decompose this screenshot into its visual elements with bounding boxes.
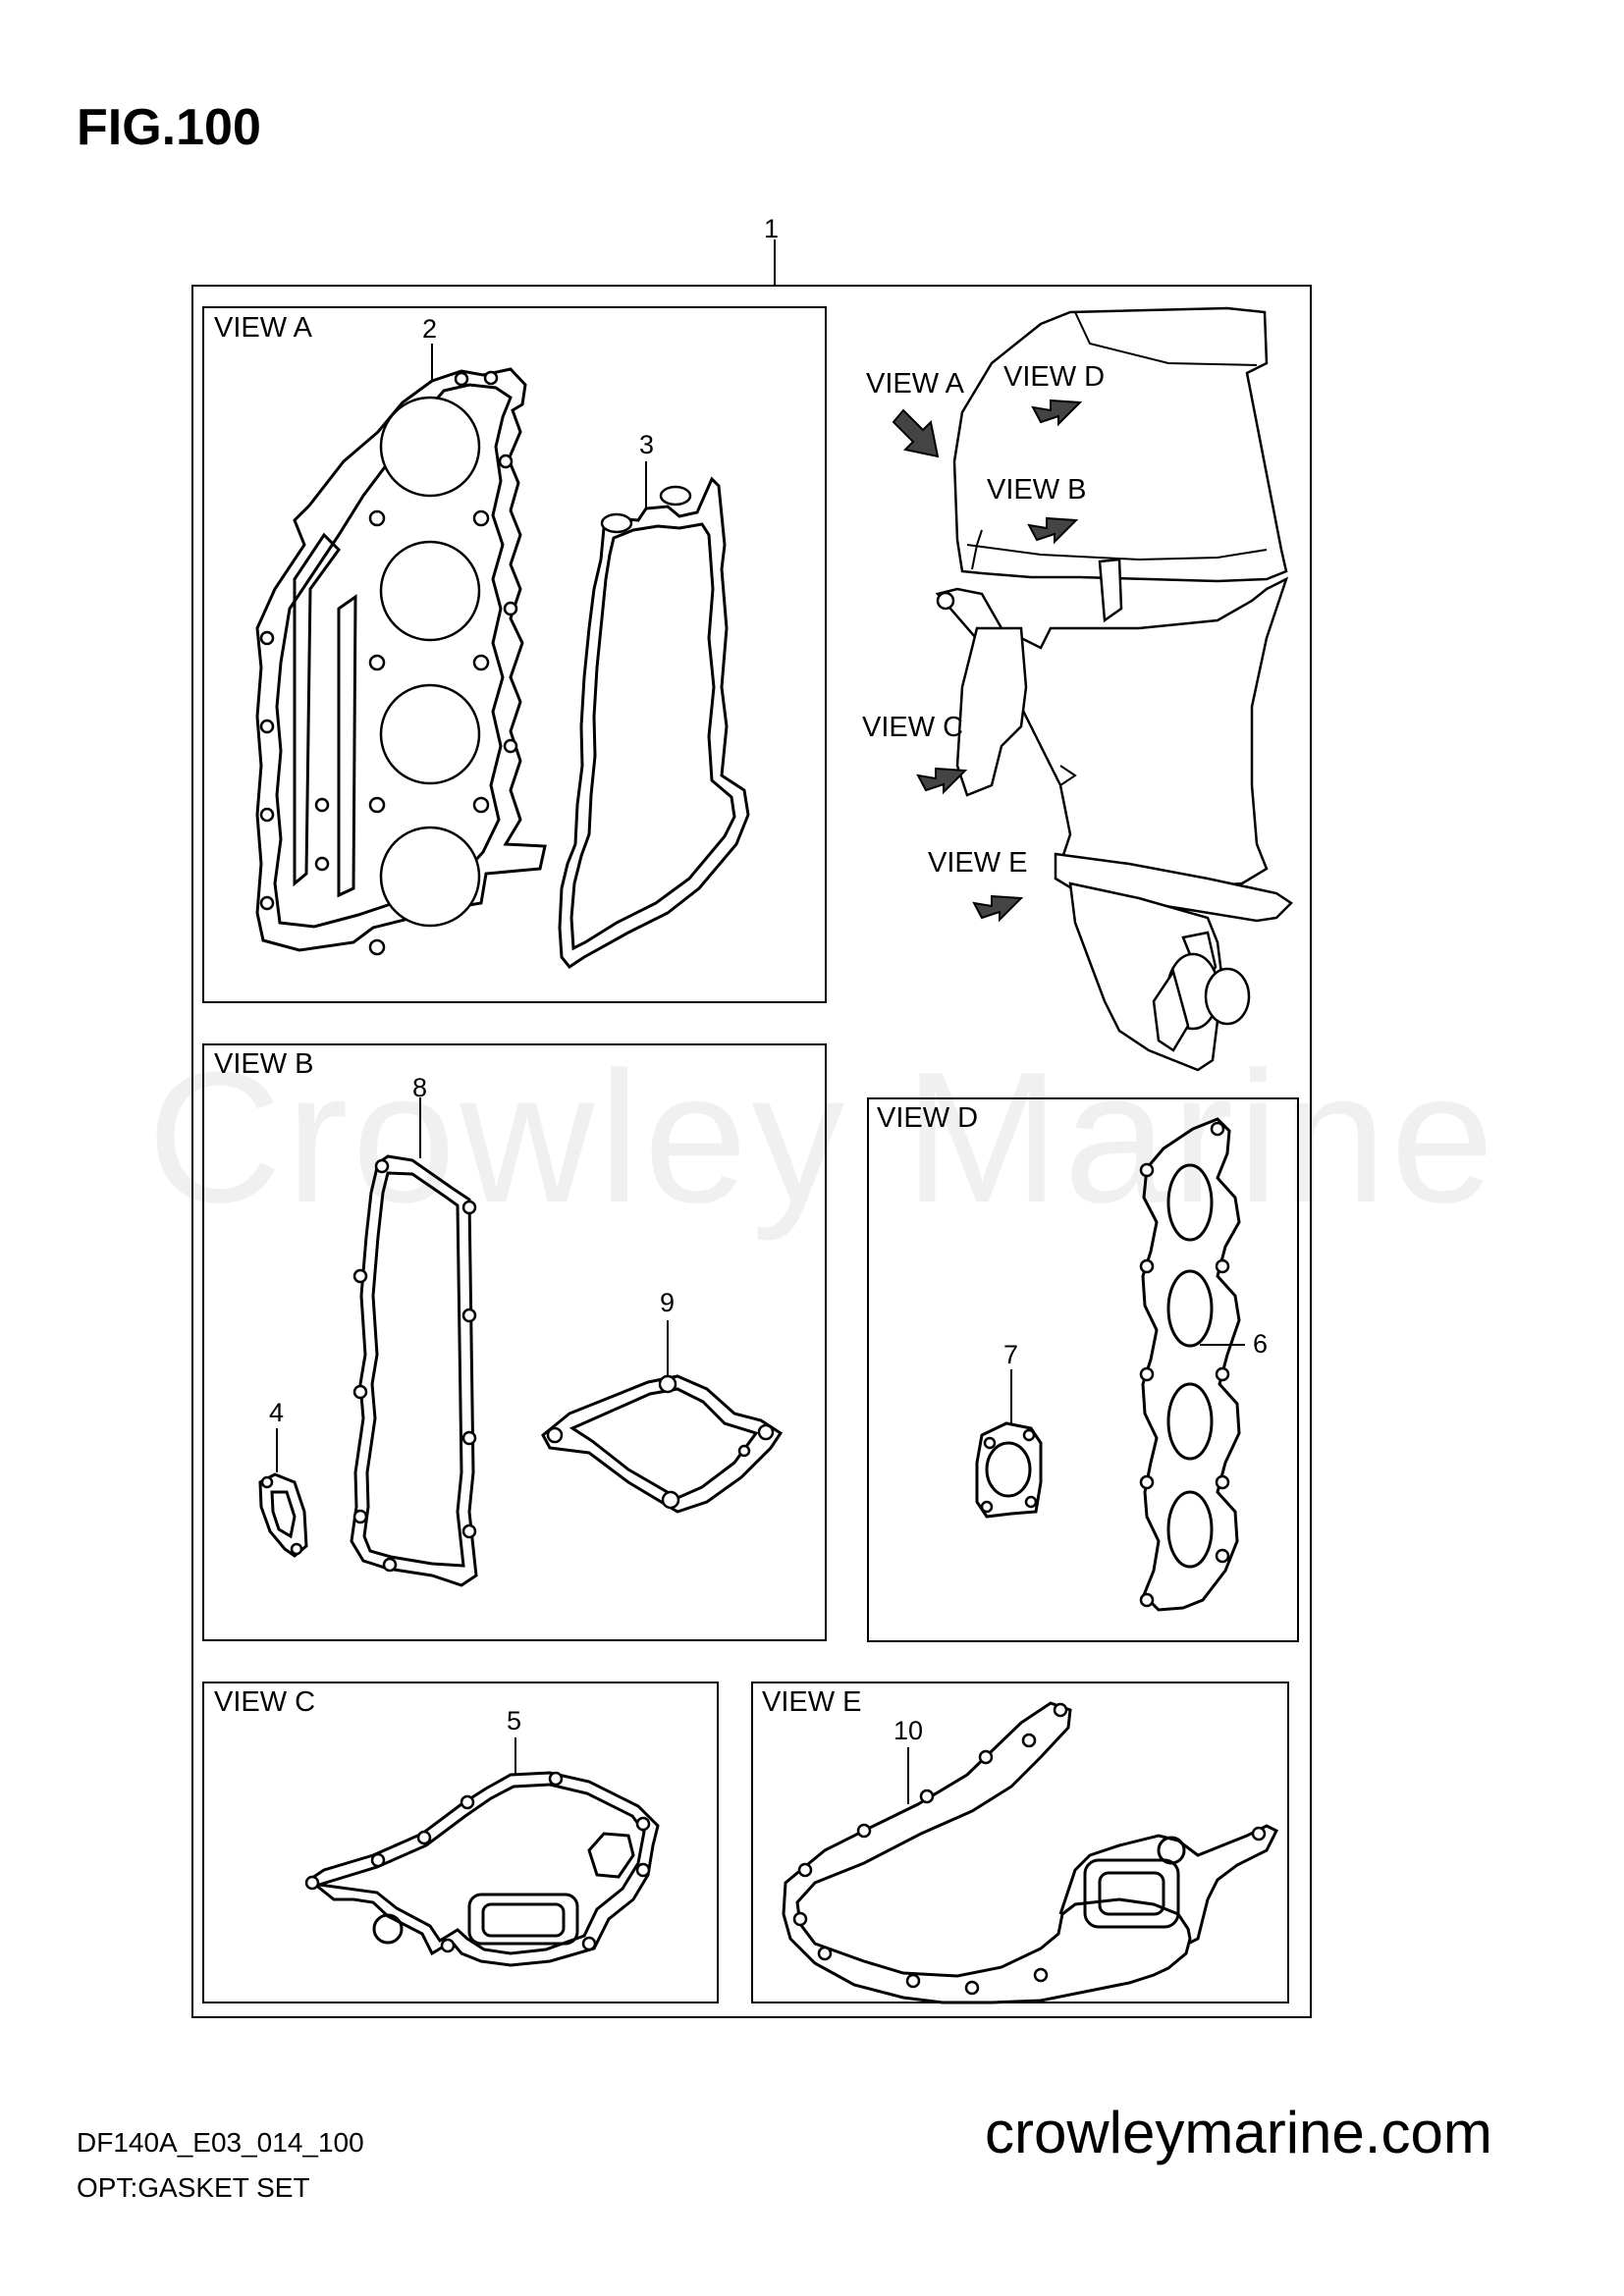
arrow-view-b bbox=[1027, 516, 1079, 545]
view-a-title: VIEW A bbox=[214, 312, 312, 344]
footer-diagram-code: DF140A_E03_014_100 bbox=[77, 2127, 364, 2158]
overview-label-view-a: VIEW A bbox=[866, 368, 964, 400]
gasket-8 bbox=[350, 1097, 478, 1587]
callout-8: 8 bbox=[412, 1073, 428, 1102]
view-b-title: VIEW B bbox=[214, 1048, 314, 1080]
view-c-title: VIEW C bbox=[214, 1686, 316, 1718]
kit-frame bbox=[191, 285, 1312, 2018]
gasket-3-head-cover bbox=[558, 461, 750, 970]
view-e-title: VIEW E bbox=[762, 1686, 862, 1718]
overview-label-view-d: VIEW D bbox=[1003, 361, 1106, 393]
callout-4: 4 bbox=[269, 1398, 285, 1427]
callout-2: 2 bbox=[422, 314, 438, 344]
gasket-4 bbox=[258, 1428, 308, 1558]
watermark: Crowley Marine bbox=[147, 1034, 1498, 1242]
gasket-10 bbox=[782, 1701, 1279, 2004]
gasket-9 bbox=[541, 1320, 784, 1514]
view-arrows bbox=[892, 399, 1083, 923]
callout-7: 7 bbox=[1003, 1340, 1019, 1369]
view-d-frame bbox=[867, 1097, 1299, 1642]
arrow-view-a bbox=[892, 408, 940, 458]
callout-10: 10 bbox=[893, 1716, 924, 1745]
gasket-6 bbox=[1139, 1117, 1245, 1612]
callout-6: 6 bbox=[1253, 1329, 1269, 1359]
callout-3: 3 bbox=[639, 430, 655, 459]
overview-label-view-c: VIEW C bbox=[862, 712, 964, 743]
figure-title: FIG.100 bbox=[77, 99, 261, 156]
arrow-view-e bbox=[972, 894, 1024, 923]
bore-4 bbox=[379, 826, 481, 928]
arrow-view-d bbox=[1031, 399, 1083, 427]
view-d-title: VIEW D bbox=[877, 1102, 979, 1134]
view-b-frame bbox=[202, 1043, 827, 1641]
gasket-2-cylinder-head bbox=[255, 344, 547, 956]
arrow-view-c bbox=[916, 767, 968, 795]
callout-1: 1 bbox=[764, 214, 780, 243]
gasket-7 bbox=[975, 1369, 1043, 1519]
view-c-frame bbox=[202, 1682, 719, 2003]
overview-label-view-e: VIEW E bbox=[928, 847, 1028, 879]
footer-website: crowleymarine.com bbox=[985, 2100, 1492, 2165]
outboard-motor-illustration bbox=[892, 306, 1293, 1072]
callout-9: 9 bbox=[660, 1288, 676, 1317]
view-e-frame bbox=[751, 1682, 1289, 2003]
view-a-frame bbox=[202, 306, 827, 1003]
callout-5: 5 bbox=[507, 1706, 522, 1735]
overview-label-view-b: VIEW B bbox=[987, 474, 1087, 506]
footer-diagram-name: OPT:GASKET SET bbox=[77, 2172, 310, 2203]
gasket-5 bbox=[304, 1737, 660, 1967]
